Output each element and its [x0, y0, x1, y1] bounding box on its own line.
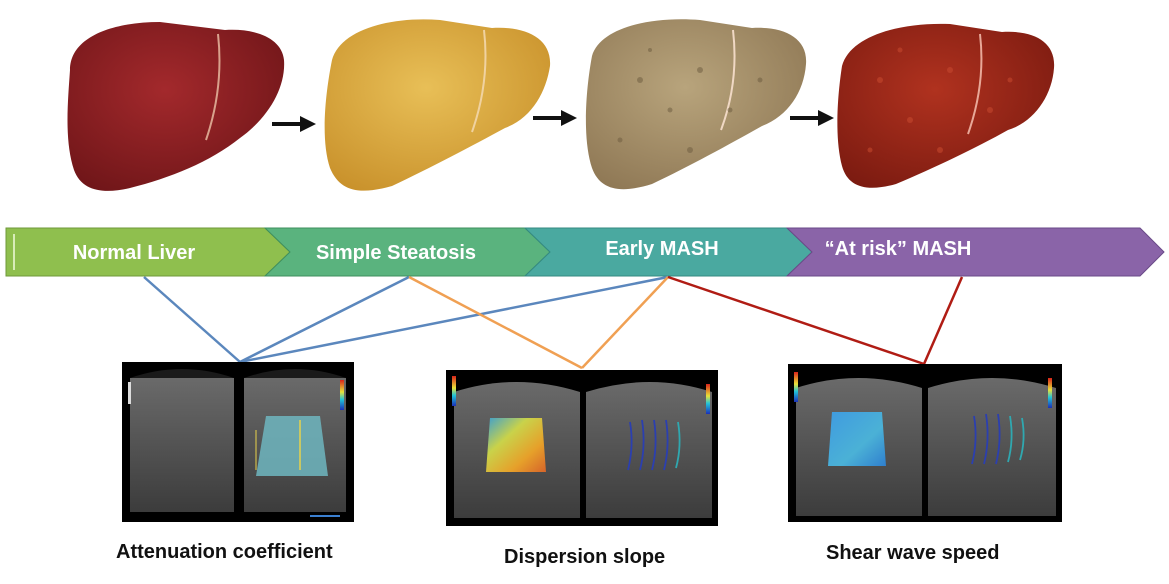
attenuation-ultrasound-image [122, 362, 354, 522]
dispersion-links [408, 275, 669, 370]
dispersion-ultrasound-image [446, 370, 718, 526]
steatosis-liver [324, 19, 551, 191]
at-risk-mash-liver [837, 23, 1055, 188]
normal-liver [67, 22, 285, 191]
attenuation-caption: Attenuation coefficient [116, 541, 333, 563]
progression-arrow-1 [272, 116, 316, 132]
stage-label-normal: Normal Liver [73, 242, 195, 264]
dispersion-caption: Dispersion slope [504, 546, 666, 568]
shear-links [667, 275, 964, 366]
early-mash-liver [585, 19, 807, 190]
stage-label-atrisk: “At risk” MASH [825, 238, 972, 260]
shear-ultrasound-image [788, 364, 1062, 522]
progression-arrow-2 [533, 110, 577, 126]
progression-arrow-3 [790, 110, 834, 126]
stage-label-early: Early MASH [605, 238, 718, 260]
attenuation-links [143, 275, 669, 364]
stage-banner: Normal Liver Simple Steatosis Early MASH… [5, 227, 1165, 277]
shear-caption: Shear wave speed [826, 542, 1000, 564]
stage-label-steatosis: Simple Steatosis [316, 242, 476, 264]
stage-atrisk [785, 227, 1165, 277]
